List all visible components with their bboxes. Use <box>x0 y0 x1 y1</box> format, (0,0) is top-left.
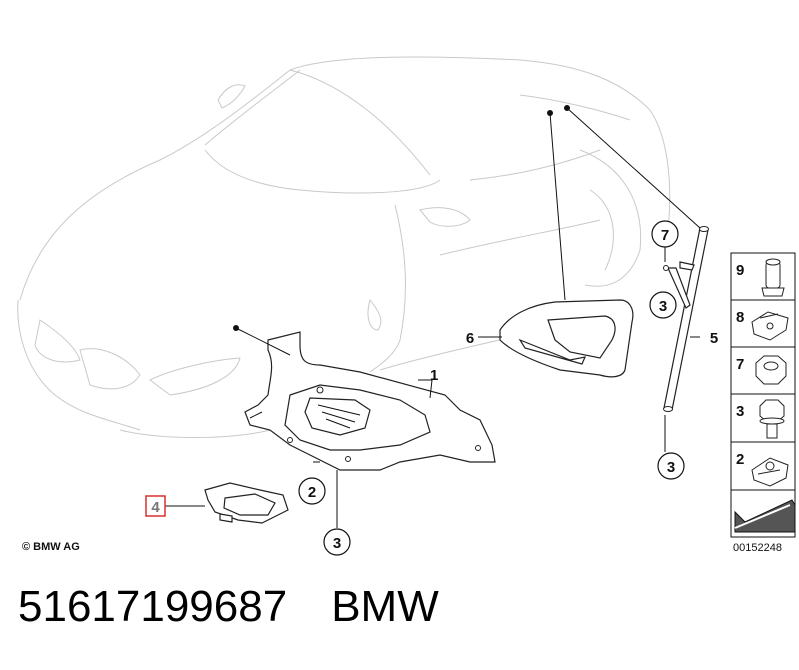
callout-label: 3 <box>667 459 675 476</box>
callout-3-bottom: 3 <box>323 528 351 556</box>
callout-label: 5 <box>710 330 718 347</box>
strut-rod[interactable] <box>663 226 709 412</box>
callout-label: 7 <box>661 227 669 244</box>
hex-nut-icon <box>755 355 787 385</box>
callout-label: 6 <box>466 330 474 347</box>
parts-panel-label: 7 <box>736 356 744 373</box>
parts-panel-label: 8 <box>736 309 744 326</box>
callout-label: 4 <box>151 499 160 516</box>
brand-name: BMW <box>331 582 439 631</box>
spring-clip-icon <box>751 311 789 341</box>
car-outline <box>17 56 671 438</box>
bracket-plate[interactable] <box>499 299 634 378</box>
part-footer: 51617199687 BMW <box>18 582 439 632</box>
callout-5: 5 <box>710 330 718 347</box>
parts-panel-row-arrow <box>734 499 796 533</box>
diagram-reference-number: 00152248 <box>733 542 782 554</box>
sleeve-nut-icon <box>761 258 785 297</box>
parts-panel-row-2: 2 <box>736 451 789 487</box>
clip-nut-icon <box>751 457 789 487</box>
leader-lines <box>165 105 701 528</box>
parts-panel-row-8: 8 <box>736 309 789 341</box>
parts-panel-label: 3 <box>736 403 744 420</box>
arrow-icon <box>734 499 796 533</box>
callout-3-strut-bottom: 3 <box>657 452 685 480</box>
callout-7: 7 <box>651 220 679 248</box>
parts-panel-row-9: 9 <box>736 258 785 297</box>
underbody-shield[interactable] <box>244 331 496 471</box>
callout-3-strut-top: 3 <box>649 291 677 319</box>
parts-panel-row-7: 7 <box>736 355 787 385</box>
parts-panel-row-3: 3 <box>736 399 785 439</box>
parts-panel: 9 8 7 3 <box>730 252 796 538</box>
parts-panel-label: 2 <box>736 451 744 468</box>
collar-screw-icon <box>759 399 785 439</box>
callout-label: 1 <box>430 367 438 384</box>
parts-panel-label: 9 <box>736 262 744 279</box>
part-number: 51617199687 <box>18 582 288 631</box>
callout-6: 6 <box>466 330 474 347</box>
callout-label: 3 <box>659 298 667 315</box>
callout-4: 4 <box>145 495 166 517</box>
copyright-label: © BMW AG <box>22 541 80 553</box>
cover-plate[interactable] <box>204 482 289 524</box>
highlight-box <box>145 495 166 517</box>
callout-1: 1 <box>430 367 438 384</box>
callout-label: 2 <box>308 484 316 501</box>
callout-label: 3 <box>333 535 341 552</box>
callout-2: 2 <box>298 477 326 505</box>
